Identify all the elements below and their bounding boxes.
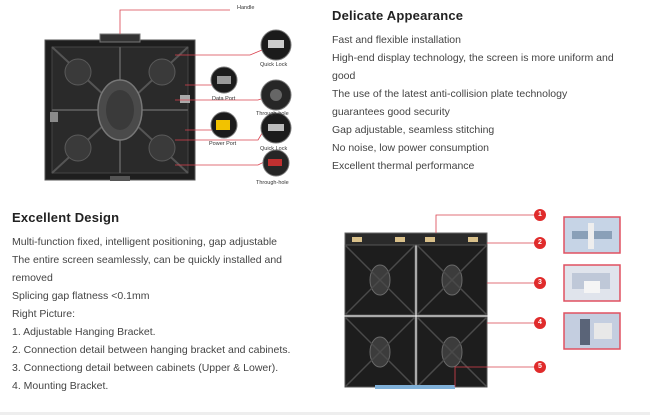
bottom-divider	[0, 412, 650, 415]
cabinet-rear-figure: Handle Quick Lock Data Port Through-hole…	[0, 0, 320, 190]
callout-badge-4: 4	[534, 317, 546, 329]
delicate-line: The use of the latest anti-collision pla…	[332, 88, 568, 100]
callout-label-power-port: Power Port	[209, 141, 237, 147]
callout-label-quick-lock-2: Quick Lock	[260, 146, 288, 152]
delicate-appearance-section: Delicate Appearance Fast and flexible in…	[332, 8, 647, 175]
excellent-line: Multi-function fixed, intelligent positi…	[12, 236, 277, 248]
delicate-line: High-end display technology, the screen …	[332, 52, 614, 64]
excellent-design-heading: Excellent Design	[12, 210, 120, 225]
callout-label-quick-lock-1: Quick Lock	[260, 62, 288, 68]
excellent-line: 2. Connection detail between hanging bra…	[12, 344, 291, 356]
delicate-line: good	[332, 70, 356, 82]
delicate-line: Gap adjustable, seamless stitching	[332, 124, 495, 136]
cabinet-wall-figure: 1 2 3 4 5	[340, 205, 640, 405]
excellent-line: 1. Adjustable Hanging Bracket.	[12, 326, 156, 338]
callout-badge-2: 2	[534, 237, 546, 249]
excellent-line: Splicing gap flatness <0.1mm	[12, 290, 150, 302]
excellent-design-section: Excellent Design Multi-function fixed, i…	[12, 210, 330, 395]
callout-label-through-hole-1: Through-hole	[256, 111, 289, 117]
cabinet-rear-illustration	[44, 9, 292, 181]
delicate-line: Fast and flexible installation	[332, 34, 461, 46]
excellent-line: Right Picture:	[12, 308, 76, 320]
callout-badge-5: 5	[534, 361, 546, 373]
delicate-line: Excellent thermal performance	[332, 160, 475, 172]
delicate-line: guarantees good security	[332, 106, 450, 118]
callout-label-handle: Handle	[237, 5, 255, 11]
callout-label-data-port: Data Port	[212, 96, 236, 102]
excellent-line: removed	[12, 272, 53, 284]
delicate-appearance-heading: Delicate Appearance	[332, 8, 464, 23]
excellent-line: The entire screen seamlessly, can be qui…	[12, 254, 283, 266]
excellent-line: 3. Connectiong detail between cabinets (…	[12, 362, 279, 374]
delicate-line: No noise, low power consumption	[332, 142, 489, 154]
callout-badge-1: 1	[534, 209, 546, 221]
cabinet-wall-illustration	[344, 214, 621, 389]
callout-label-through-hole-2: Through-hole	[256, 180, 289, 186]
excellent-line: 4. Mounting Bracket.	[12, 380, 109, 392]
callout-badge-3: 3	[534, 277, 546, 289]
